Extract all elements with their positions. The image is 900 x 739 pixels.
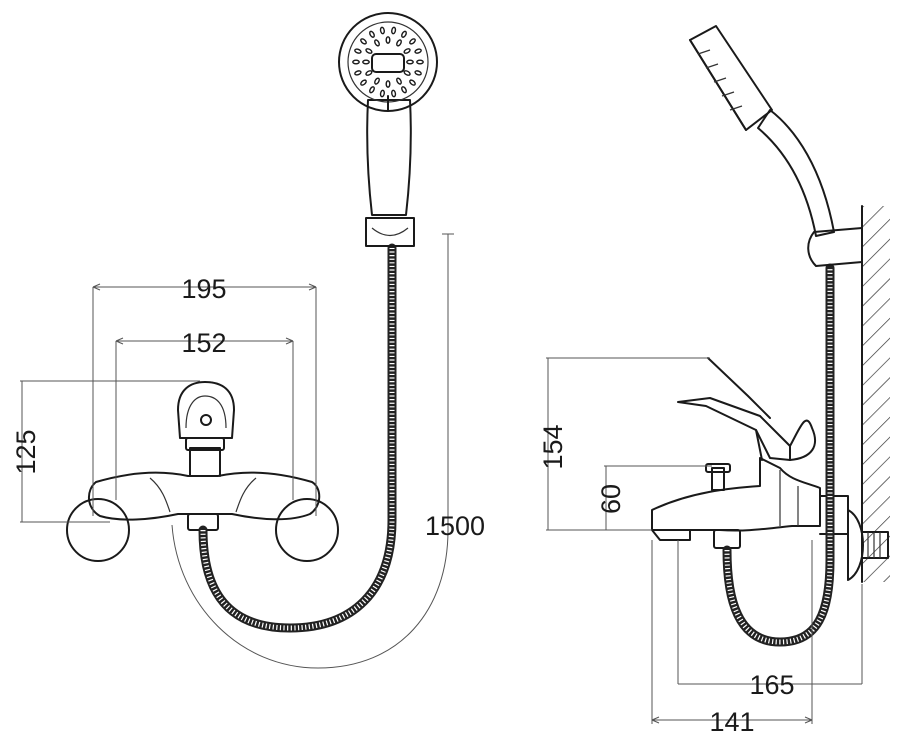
shower-nozzle xyxy=(401,30,407,38)
shower-nozzle xyxy=(379,89,385,98)
shower-nozzle xyxy=(391,89,397,98)
dim-141-arrows xyxy=(651,716,813,724)
shower-nozzle xyxy=(379,26,385,35)
dim-195-label: 195 xyxy=(181,274,226,304)
side-body-detail xyxy=(779,470,799,526)
shower-nozzle xyxy=(369,30,375,38)
side-view: 154 60 165 141 xyxy=(538,25,890,737)
side-wall-thread-lines xyxy=(867,532,881,558)
side-hose-nut xyxy=(713,529,741,549)
shower-nozzle xyxy=(352,59,360,65)
side-shower-handle xyxy=(757,109,835,237)
shower-nozzle xyxy=(409,79,416,86)
front-shower-handle xyxy=(366,99,412,216)
side-shower-face-detail xyxy=(697,49,743,111)
front-shower-nozzles xyxy=(352,26,424,98)
shower-nozzle xyxy=(416,59,424,65)
shower-nozzle xyxy=(401,86,407,94)
shower-nozzle xyxy=(414,70,422,76)
side-hose-texture xyxy=(724,268,833,645)
side-wall-thread xyxy=(861,531,889,559)
front-mixer-body-detail xyxy=(149,477,257,513)
dim-165-lines xyxy=(677,540,863,685)
dim-152-lines xyxy=(115,340,294,500)
side-lever xyxy=(677,397,817,461)
side-shower-holder xyxy=(807,227,863,267)
front-lever-handle xyxy=(177,381,235,439)
side-wall-flange xyxy=(847,509,864,581)
side-spout-tip xyxy=(651,529,691,541)
front-view: 195 152 125 1500 xyxy=(11,12,485,669)
dim-152-arrows xyxy=(115,337,294,345)
dim-60-label: 60 xyxy=(596,484,626,514)
front-shower-holder xyxy=(365,217,415,247)
dim-154-lines xyxy=(546,357,710,531)
side-shower-face xyxy=(689,39,747,131)
dim-152-label: 152 xyxy=(181,328,226,358)
shower-nozzle xyxy=(369,86,375,94)
shower-nozzle xyxy=(360,79,367,86)
shower-nozzle xyxy=(354,48,362,54)
dim-195-arrows xyxy=(92,283,317,291)
side-wall-hatch xyxy=(862,206,890,582)
dim-165-label: 165 xyxy=(749,670,794,700)
shower-nozzle xyxy=(362,59,370,65)
dim-1500-lines xyxy=(171,233,454,669)
front-shower-head-inner xyxy=(347,21,429,103)
shower-nozzle xyxy=(365,48,373,54)
shower-nozzle xyxy=(374,77,380,85)
shower-nozzle xyxy=(385,80,391,88)
side-mixer-body xyxy=(651,457,821,532)
front-rosette-left xyxy=(66,498,130,562)
side-cartridge xyxy=(755,429,791,461)
shower-nozzle xyxy=(385,36,391,44)
dim-1500-label: 1500 xyxy=(425,511,485,541)
front-hose xyxy=(198,243,397,633)
shower-nozzle xyxy=(409,38,416,45)
front-lever-screw xyxy=(200,414,212,426)
shower-nozzle xyxy=(406,59,414,65)
front-shower-center xyxy=(371,53,405,73)
side-diverter-knob xyxy=(705,463,731,473)
side-shower-head xyxy=(689,25,773,131)
shower-nozzle xyxy=(396,77,402,85)
front-mixer-body xyxy=(88,471,321,521)
dim-60-lines xyxy=(604,465,712,531)
shower-nozzle xyxy=(403,48,411,54)
dim-154-label: 154 xyxy=(538,424,568,469)
shower-nozzle xyxy=(391,26,397,35)
shower-nozzle xyxy=(360,38,367,45)
side-lever-top xyxy=(707,357,771,419)
dim-141-lines xyxy=(651,540,813,724)
shower-nozzle xyxy=(414,48,422,54)
shower-nozzle xyxy=(354,70,362,76)
side-diverter-stem xyxy=(711,467,725,491)
front-cartridge-column xyxy=(189,447,221,477)
shower-nozzle xyxy=(374,39,380,47)
dim-125-label: 125 xyxy=(11,429,41,474)
shower-nozzle xyxy=(365,70,373,76)
dim-141-label: 141 xyxy=(709,707,754,737)
front-rosette-right xyxy=(275,498,339,562)
shower-nozzle xyxy=(396,39,402,47)
shower-nozzle xyxy=(403,70,411,76)
dim-195-lines xyxy=(92,286,317,516)
side-hose xyxy=(722,263,835,647)
front-shower-holder-detail xyxy=(371,227,409,237)
front-lever-inner xyxy=(185,395,227,429)
dim-125-lines xyxy=(20,380,200,523)
